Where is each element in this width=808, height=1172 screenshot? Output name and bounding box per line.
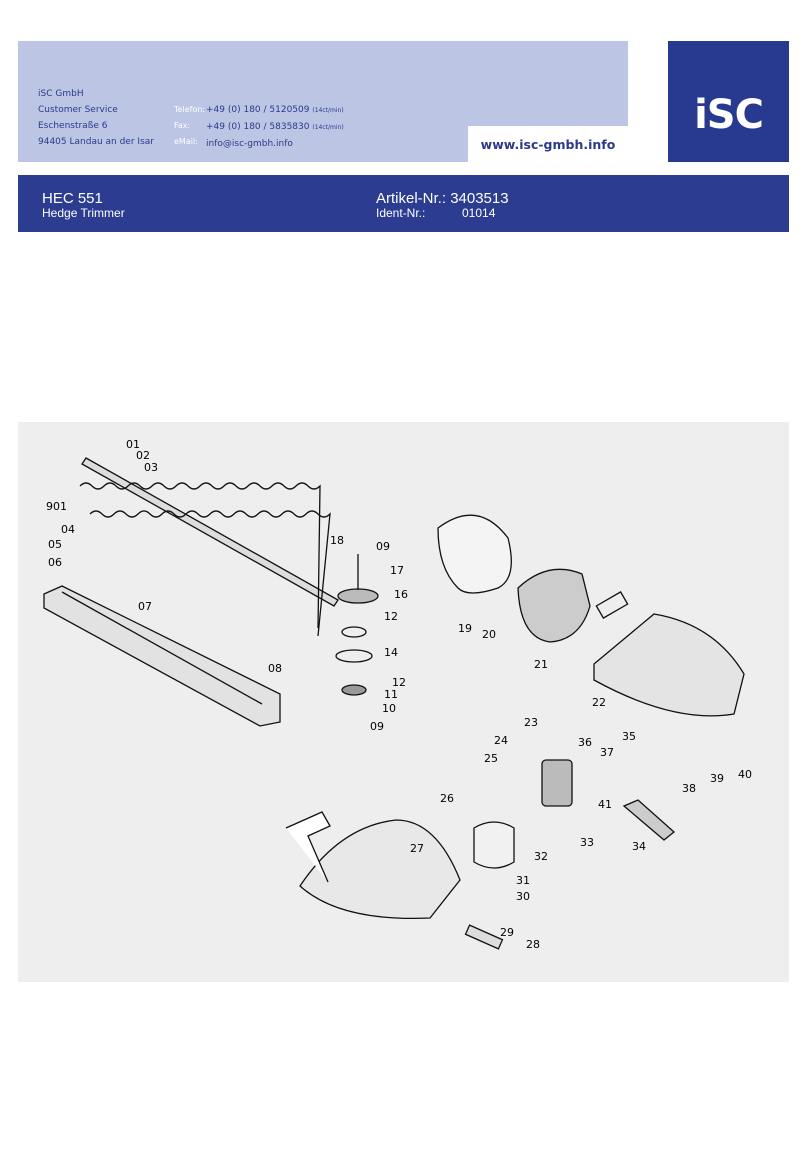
part-label-29: 29 [500, 926, 514, 939]
logo-text: iSC [694, 92, 764, 138]
part-label-34: 34 [632, 840, 646, 853]
switch-34 [622, 799, 676, 841]
part-label-30: 30 [516, 890, 530, 903]
part-label-02: 02 [136, 449, 150, 462]
part-label-04: 04 [61, 523, 75, 536]
part-label-26: 26 [440, 792, 454, 805]
sleeve-29 [464, 924, 504, 950]
part-label-39: 39 [710, 772, 724, 785]
isc-logo: iSC [668, 41, 789, 162]
part-label-07: 07 [138, 600, 152, 613]
housing-27 [299, 819, 461, 920]
part-label-40: 40 [738, 768, 752, 781]
product-title-bar: HEC 551 Hedge Trimmer Artikel-Nr.: 34035… [18, 175, 789, 232]
phone-rate: (14ct/min) [312, 107, 344, 114]
part-label-17: 17 [390, 564, 404, 577]
part-label-05: 05 [48, 538, 62, 551]
part-label-09: 09 [376, 540, 390, 553]
part-label-33: 33 [580, 836, 594, 849]
product-name: Hedge Trimmer [42, 206, 125, 220]
part-label-12: 12 [392, 676, 406, 689]
ident-label: Ident-Nr.: [376, 206, 426, 220]
company-address: iSC GmbH Customer Service Eschenstraße 6… [38, 86, 154, 150]
part-label-23: 23 [524, 716, 538, 729]
part-label-08: 08 [268, 662, 282, 675]
housing-22 [593, 613, 745, 717]
parts-diagram-svg: 01 02 03 901 04 05 06 07 08 18 09 17 16 … [43, 438, 752, 951]
company-department: Customer Service [38, 105, 118, 115]
phone-number: +49 (0) 180 / 5120509 [206, 105, 310, 115]
part-label-41: 41 [598, 798, 612, 811]
part-label-37: 37 [600, 746, 614, 759]
part-label-38: 38 [682, 782, 696, 795]
part-label-22: 22 [592, 696, 606, 709]
part-label-24: 24 [494, 734, 508, 747]
part-label-03: 03 [144, 461, 158, 474]
part-label-21: 21 [534, 658, 548, 671]
part-label-32: 32 [534, 850, 548, 863]
article-label: Artikel-Nr.: [376, 190, 447, 207]
part-label-09: 09 [370, 720, 384, 733]
guard-21 [517, 568, 591, 643]
blade-rail-03 [81, 457, 339, 607]
part-label-28: 28 [526, 938, 540, 951]
part-label-16: 16 [394, 588, 408, 601]
part-label-12: 12 [384, 610, 398, 623]
company-street: Eschenstraße 6 [38, 121, 108, 131]
fax-number: +49 (0) 180 / 5835830 [206, 122, 310, 132]
article-value: 3403513 [450, 190, 509, 207]
part-label-01: 01 [126, 438, 140, 451]
part-label-06: 06 [48, 556, 62, 569]
exploded-parts-diagram: 01 02 03 901 04 05 06 07 08 18 09 17 16 … [18, 422, 789, 982]
part-label-19: 19 [458, 622, 472, 635]
front-cover-20 [437, 514, 512, 594]
part-label-31: 31 [516, 874, 530, 887]
product-model: HEC 551 [42, 190, 103, 207]
part-label-27: 27 [410, 842, 424, 855]
website-link[interactable]: www.isc-gmbh.info [468, 126, 628, 162]
contact-values: +49 (0) 180 / 5120509 (14ct/min) +49 (0)… [206, 102, 344, 152]
part-number-labels: 01 02 03 901 04 05 06 07 08 18 09 17 16 … [46, 438, 752, 951]
phone-label: Telefon: [174, 105, 206, 114]
email-address[interactable]: info@isc-gmbh.info [206, 139, 293, 149]
gear-cup-32 [473, 821, 515, 869]
part-label-11: 11 [384, 688, 398, 701]
part-label-20: 20 [482, 628, 496, 641]
motor-41 [541, 759, 573, 807]
lower-blade-904 [89, 510, 331, 637]
company-name: iSC GmbH [38, 89, 84, 99]
fax-label: Fax: [174, 121, 191, 130]
article-number: Artikel-Nr.: 3403513 [376, 190, 509, 207]
part-label-901: 901 [46, 500, 67, 513]
ident-value: 01014 [462, 206, 496, 220]
upper-blade-901 [79, 482, 321, 629]
company-city: 94405 Landau an der Isar [38, 137, 154, 147]
part-label-36: 36 [578, 736, 592, 749]
email-label: eMail: [174, 137, 198, 146]
gear-16 [337, 588, 379, 604]
part-label-14: 14 [384, 646, 398, 659]
part-label-35: 35 [622, 730, 636, 743]
part-label-18: 18 [330, 534, 344, 547]
fax-rate: (14ct/min) [312, 124, 344, 131]
part-label-25: 25 [484, 752, 498, 765]
contact-labels: Telefon: Fax: eMail: [174, 102, 205, 150]
blade-guard-07 [43, 585, 281, 727]
part-label-10: 10 [382, 702, 396, 715]
